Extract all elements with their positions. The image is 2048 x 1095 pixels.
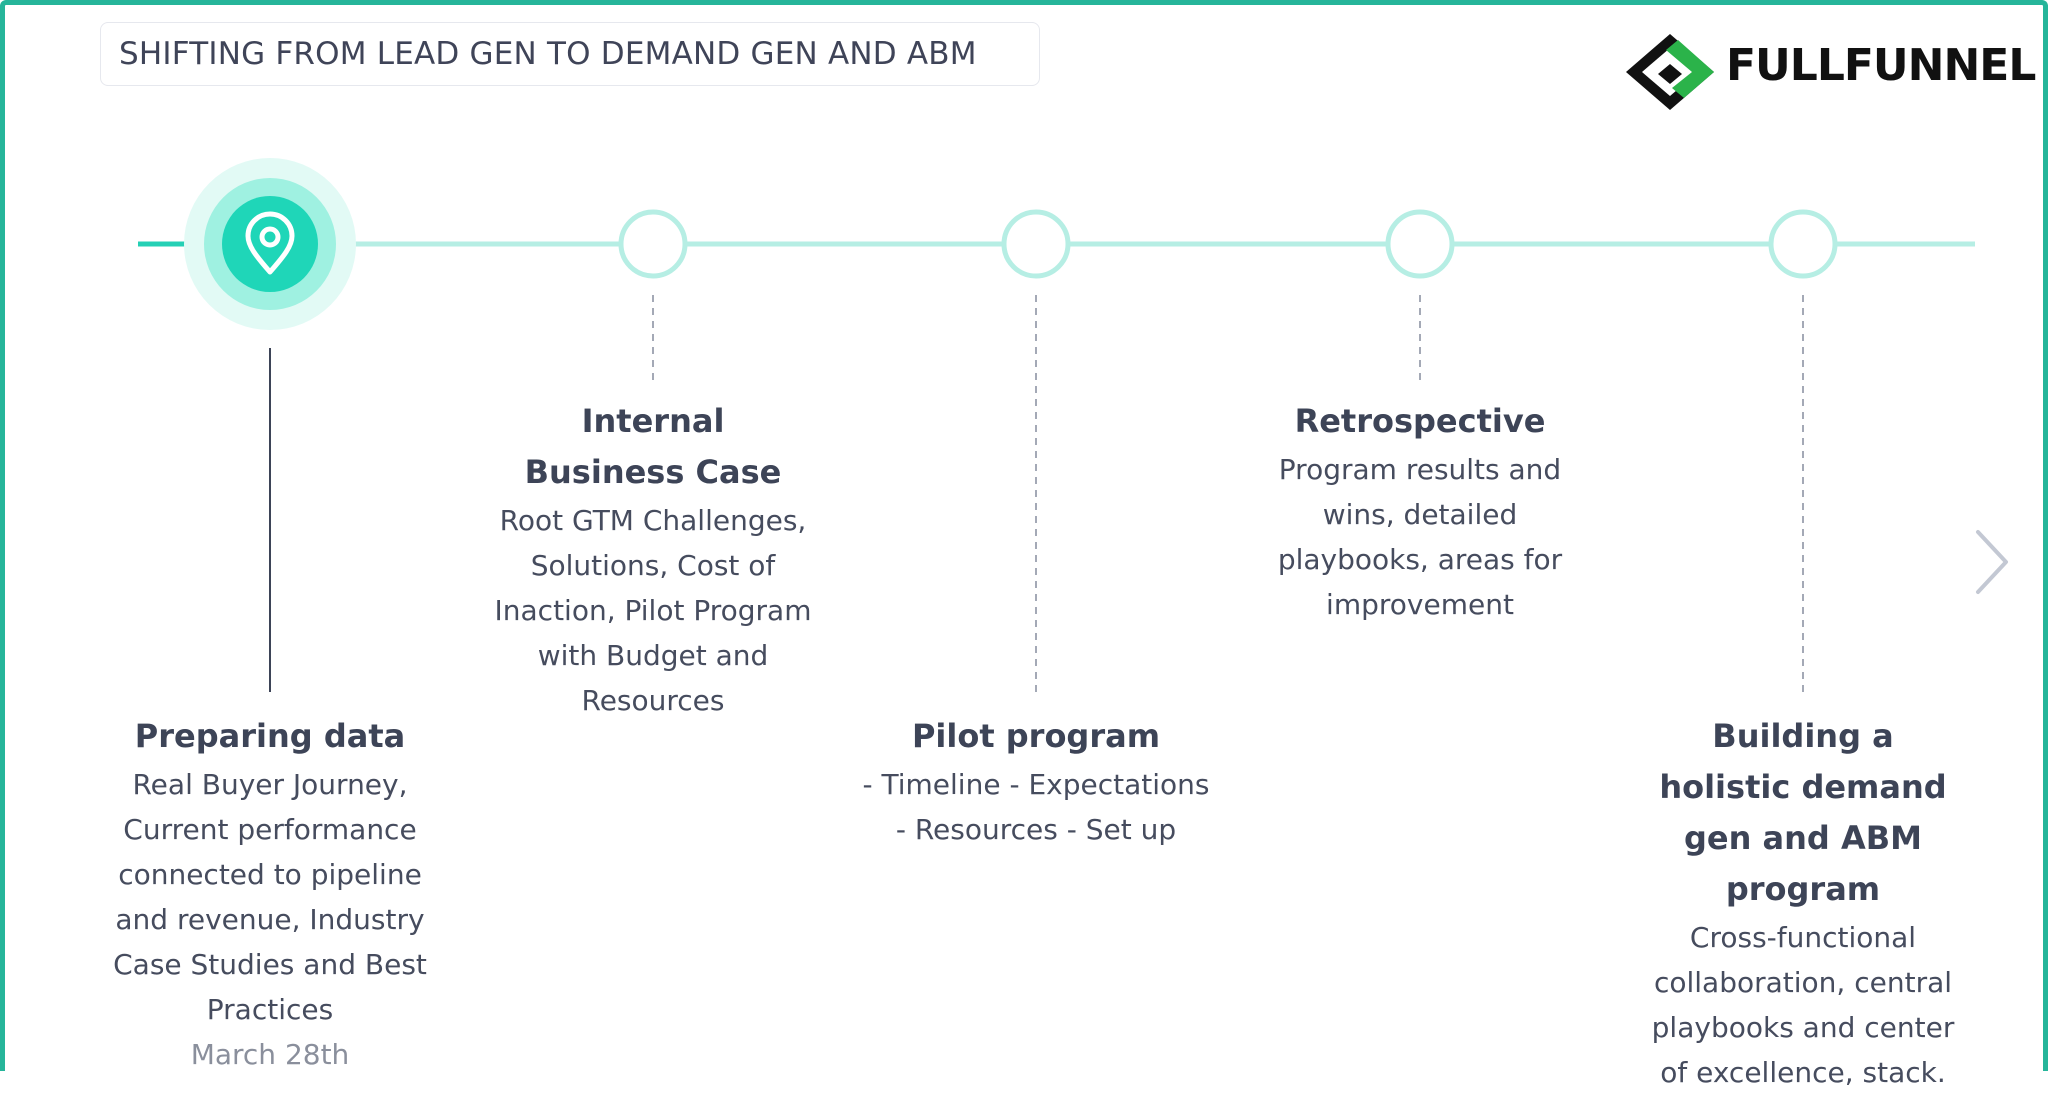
step-title: Internal Business Case [524,402,782,491]
timeline-node-4[interactable] [1385,209,1455,279]
fullfunnel-diamond-logo-icon [1626,34,1714,110]
slide-title-text: SHIFTING FROM LEAD GEN TO DEMAND GEN AND… [119,36,977,72]
logo-wordmark: FULLFUNNEL [1726,40,2036,91]
step-pilot-program: Pilot program - Timeline - Expectations … [846,711,1226,852]
step-date: March 28th [190,1038,350,1071]
step-title: Retrospective [1294,402,1546,440]
step-description: - Timeline - Expectations - Resources - … [862,768,1210,846]
step-preparing-data: Preparing data Real Buyer Journey, Curre… [80,711,460,1077]
timeline-node-3[interactable] [1001,209,1071,279]
step-description: Cross-functional collaboration, central … [1651,921,1955,1089]
step-title: Preparing data [134,717,406,755]
step-title: Pilot program [911,717,1161,755]
location-pin-icon [245,211,295,275]
next-slide-button[interactable] [1972,526,2012,598]
step-description: Root GTM Challenges, Solutions, Cost of … [494,504,812,717]
timeline-node-5[interactable] [1768,209,1838,279]
timeline-node-2[interactable] [618,209,688,279]
chevron-right-icon [1976,530,2008,594]
step-holistic-program: Building a holistic demand gen and ABM p… [1613,711,1993,1095]
step-retrospective: Retrospective Program results and wins, … [1230,396,1610,627]
step-title: Building a holistic demand gen and ABM p… [1659,717,1947,908]
step-internal-business-case: Internal Business Case Root GTM Challeng… [463,396,843,723]
step-description: Program results and wins, detailed playb… [1277,453,1563,621]
timeline-graphic [138,158,1975,692]
fullfunnel-logo: FULLFUNNEL [1622,30,2036,114]
timeline-node-1[interactable] [184,158,356,330]
step-description: Real Buyer Journey, Current performance … [113,768,427,1026]
slide-title: SHIFTING FROM LEAD GEN TO DEMAND GEN AND… [100,22,1040,86]
